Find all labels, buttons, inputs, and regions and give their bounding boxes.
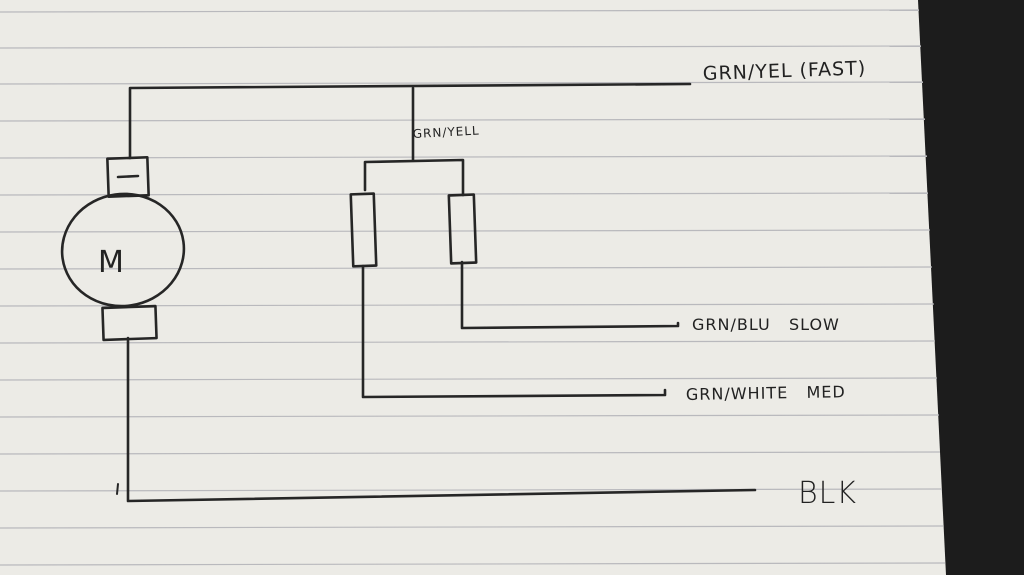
wire-ground xyxy=(126,336,757,503)
resistor-slow xyxy=(447,193,478,265)
wire-split xyxy=(363,158,465,197)
wire-fast xyxy=(128,82,692,160)
motor-brush-top xyxy=(106,156,150,198)
label-common: GRN/YELL xyxy=(412,124,480,141)
label-slow: GRN/BLU SLOW xyxy=(692,315,840,334)
wire-slow xyxy=(460,260,680,330)
label-med: GRN/WHITE MED xyxy=(686,382,846,404)
paper-sheet xyxy=(0,0,946,575)
motor-circle xyxy=(60,192,186,308)
resistor-med xyxy=(349,192,378,268)
wire-med xyxy=(361,264,667,399)
motor-brush-bottom xyxy=(101,304,158,342)
circuit-ink xyxy=(60,82,757,503)
motor-label: M xyxy=(98,245,125,280)
label-ground: BLK xyxy=(798,476,857,511)
